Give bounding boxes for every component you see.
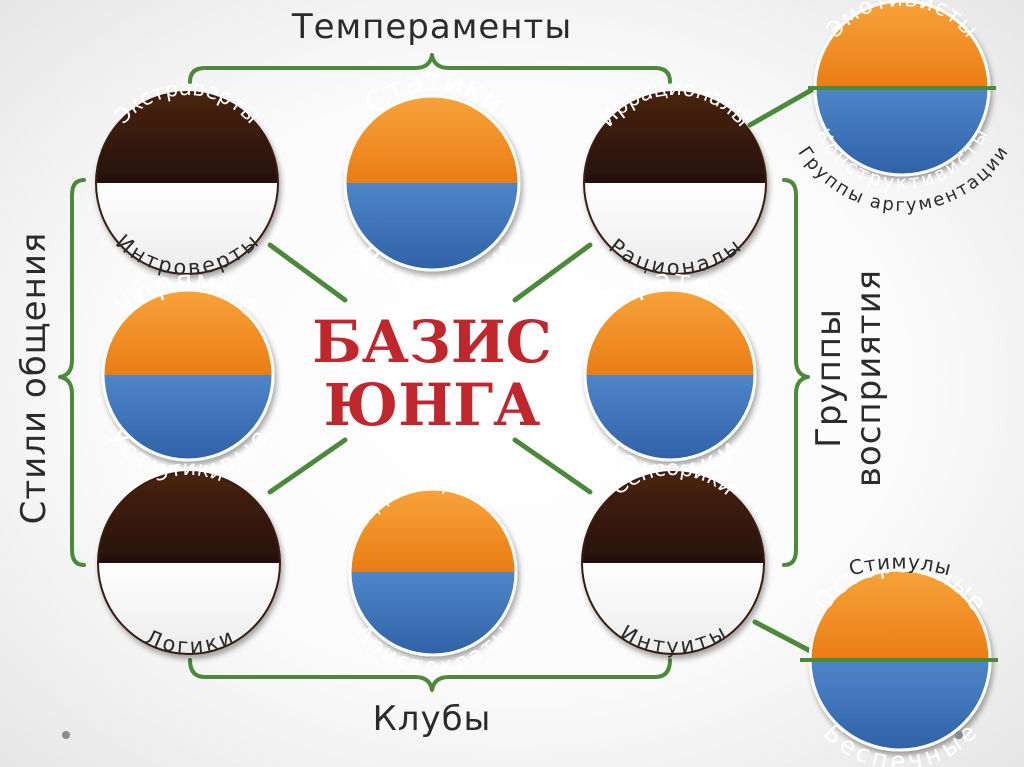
label-communication-styles: Стили общения [14,232,54,525]
bracket-temperaments [188,53,672,84]
circle-sensorics-intuitives [581,471,765,655]
connector-bottom-right [512,437,593,495]
label-temperaments: Темпераменты [291,7,572,47]
connector-cautious [752,619,821,658]
connector-top-left [267,242,348,303]
circle-ethics-logics [97,471,281,655]
circle-irrationals-rationals [583,91,767,275]
brackets [58,53,810,692]
label-clubs: Клубы [373,699,492,739]
center-title: БАЗИС ЮНГА [312,308,552,439]
bracket-communication [58,178,86,567]
center-title-line1: БАЗИС [312,308,552,376]
label-perception-groups-1: Группы [809,308,849,448]
circle-democrats-aristocrats [348,487,518,657]
bracket-perception [782,178,810,567]
slide-dot-right [955,731,963,739]
connector-bottom-left [267,437,348,495]
circle-cautious-carefree [808,568,992,752]
circle-extraverts-introverts [95,91,279,275]
center-title-line2: ЮНГА [324,371,541,439]
connector-emotivists [747,85,818,128]
circle-obstinate-compliant [101,288,275,462]
label-perception-groups-2: восприятия [849,269,889,487]
circle-strategists-tacticians [583,288,757,462]
connector-top-right [512,242,593,303]
circle-statics-dynamics [343,94,521,272]
circle-emotivists-constructivists [813,0,991,177]
bracket-clubs [188,658,672,692]
slide-dot-left [62,731,70,739]
connector-lines [267,85,821,658]
